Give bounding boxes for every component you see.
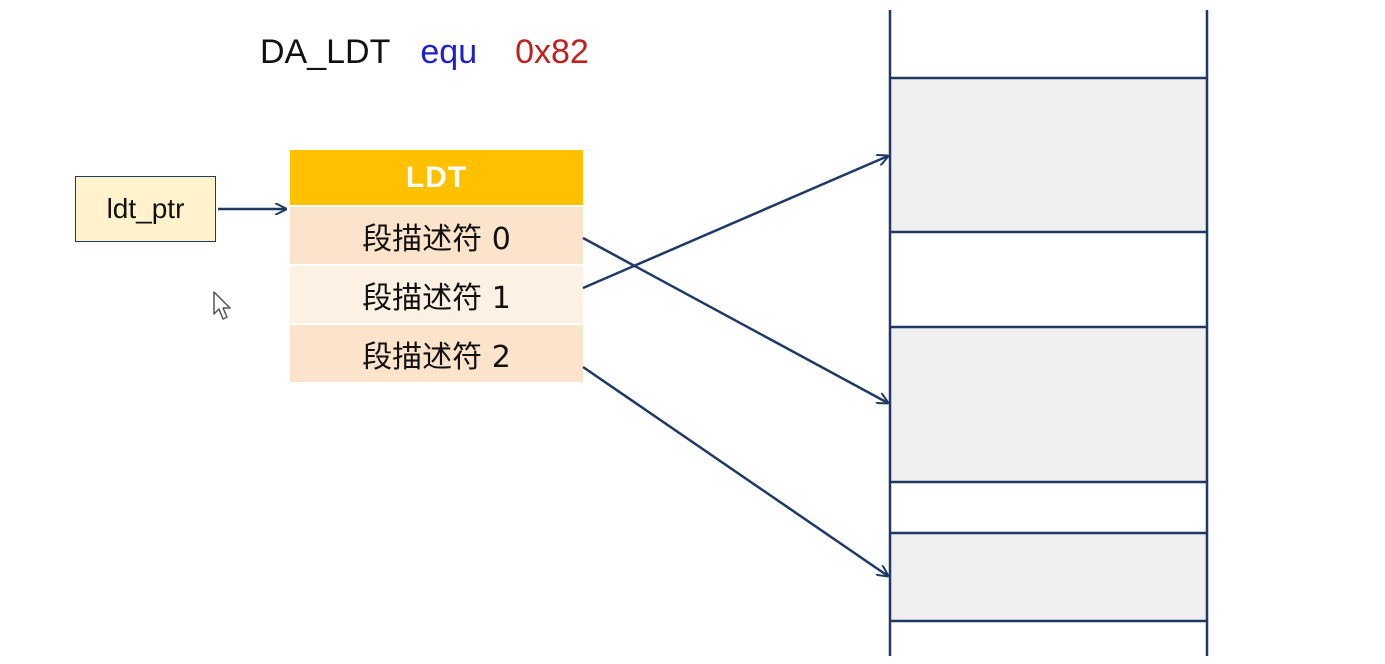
ldt-table: LDT 段描述符 0 段描述符 1 段描述符 2: [290, 150, 583, 382]
memory-segments: [890, 78, 1207, 621]
ldt-row-label: 段描述符 1: [362, 280, 511, 316]
ldt-row-descriptor-1: 段描述符 1: [290, 266, 583, 325]
ldt-table-header: LDT: [290, 150, 583, 207]
heading: DA_LDT equ 0x82: [260, 30, 589, 74]
heading-name: DA_LDT: [260, 32, 391, 71]
memory-segment-c: [890, 533, 1207, 621]
memory-column: [888, 10, 1209, 656]
arrow-descriptor-0: [582, 236, 888, 403]
heading-operator: equ: [420, 32, 478, 71]
ldt-row-label: 段描述符 0: [362, 221, 511, 257]
ldt-row-label: 段描述符 2: [362, 339, 511, 375]
memory-segment-a: [890, 78, 1207, 232]
ldt-row-descriptor-2: 段描述符 2: [290, 325, 583, 382]
memory-segment-b: [890, 327, 1207, 482]
mouse-cursor-icon: [213, 291, 231, 320]
ldt-table-title: LDT: [405, 160, 468, 194]
arrow-descriptor-1: [582, 156, 888, 290]
ldt-row-descriptor-0: 段描述符 0: [290, 207, 583, 266]
heading-value: 0x82: [515, 32, 589, 71]
arrow-descriptor-2: [582, 365, 888, 576]
ldt-ptr-label: ldt_ptr: [106, 193, 185, 224]
ldt-ptr-box: ldt_ptr: [75, 176, 216, 242]
